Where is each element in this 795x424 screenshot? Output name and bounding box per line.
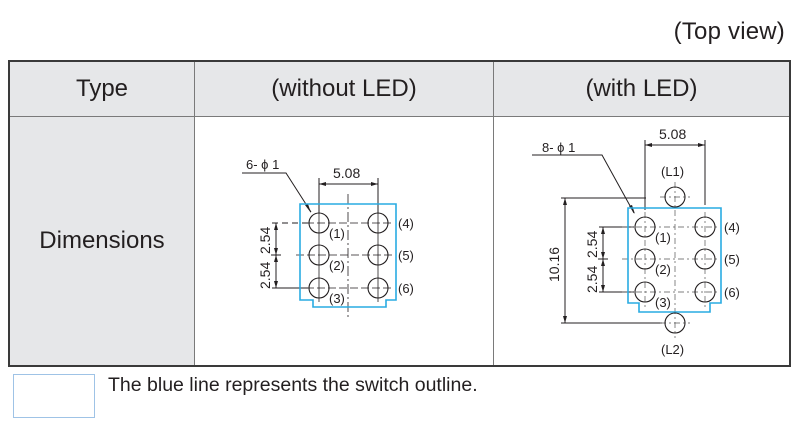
pin-hole-3 xyxy=(308,277,330,299)
switch-outline xyxy=(627,207,722,313)
view-label: (Top view) xyxy=(673,18,785,45)
pin-label-1: (1) xyxy=(655,230,671,245)
pin-hole-5 xyxy=(367,244,389,266)
pin-label-2: (2) xyxy=(329,258,345,273)
dim-led-span-label: 10.16 xyxy=(546,247,562,282)
dim-vertical-bottom-label: 2.54 xyxy=(257,262,273,289)
header-type: Type xyxy=(8,60,195,117)
drawing-without-led-cell: 6- ϕ 1 5.08 2.54 2.54 (1) (2) (3) (4) (5… xyxy=(194,116,494,367)
dim-vertical-top-label: 2.54 xyxy=(257,227,273,254)
pin-hole-1 xyxy=(634,216,656,238)
hole-note: 6- ϕ 1 xyxy=(246,157,279,172)
pin-label-1: (1) xyxy=(329,226,345,241)
pin-hole-2 xyxy=(308,244,330,266)
switch-outline xyxy=(299,203,397,308)
pin-label-5: (5) xyxy=(724,252,740,267)
pin-hole-1 xyxy=(308,212,330,234)
header-without-led: (without LED) xyxy=(194,60,494,117)
leader-arrowhead xyxy=(305,204,311,213)
dimensions-table: Type (without LED) (with LED) Dimensions xyxy=(8,60,791,367)
hole-note-leader xyxy=(242,172,312,213)
legend-text: The blue line represents the switch outl… xyxy=(108,374,478,396)
header-row: Type (without LED) (with LED) xyxy=(8,60,791,117)
pin-label-6: (6) xyxy=(724,285,740,300)
drawing-with-led-cell: 8- ϕ 1 5.08 10.16 2.54 2.54 (L1) (L2) (1… xyxy=(493,116,791,367)
pin-hole-4 xyxy=(694,216,716,238)
pin-label-4: (4) xyxy=(724,220,740,235)
pin-label-4: (4) xyxy=(398,216,414,231)
dim-horizontal-label: 5.08 xyxy=(333,165,360,181)
led-hole-l2 xyxy=(664,312,686,334)
pin-label-5: (5) xyxy=(398,248,414,263)
header-with-led: (with LED) xyxy=(493,60,791,117)
dimensions-row: Dimensions xyxy=(8,116,791,367)
legend-swatch xyxy=(13,374,95,418)
pin-hole-5 xyxy=(694,248,716,270)
led-hole-l1 xyxy=(664,186,686,208)
dim-horizontal-label: 5.08 xyxy=(659,126,686,142)
dim-vertical-bottom-label: 2.54 xyxy=(584,266,600,293)
led-label-l1: (L1) xyxy=(661,164,684,179)
pin-hole-2 xyxy=(634,248,656,270)
pin-hole-3 xyxy=(634,281,656,303)
pin-hole-6 xyxy=(694,281,716,303)
led-label-l2: (L2) xyxy=(661,342,684,357)
drawing-without-led: 6- ϕ 1 5.08 2.54 2.54 (1) (2) (3) (4) (5… xyxy=(242,157,414,318)
pin-label-3: (3) xyxy=(329,291,345,306)
pin-hole-6 xyxy=(367,277,389,299)
hole-note-leader xyxy=(532,154,635,214)
row-label-dimensions: Dimensions xyxy=(8,116,195,367)
pin-label-3: (3) xyxy=(655,295,671,310)
pin-hole-4 xyxy=(367,212,389,234)
drawing-with-led: 8- ϕ 1 5.08 10.16 2.54 2.54 (L1) (L2) (1… xyxy=(532,126,740,357)
dim-vertical-top-label: 2.54 xyxy=(584,231,600,258)
pin-label-6: (6) xyxy=(398,281,414,296)
hole-note: 8- ϕ 1 xyxy=(542,140,575,155)
pin-label-2: (2) xyxy=(655,262,671,277)
